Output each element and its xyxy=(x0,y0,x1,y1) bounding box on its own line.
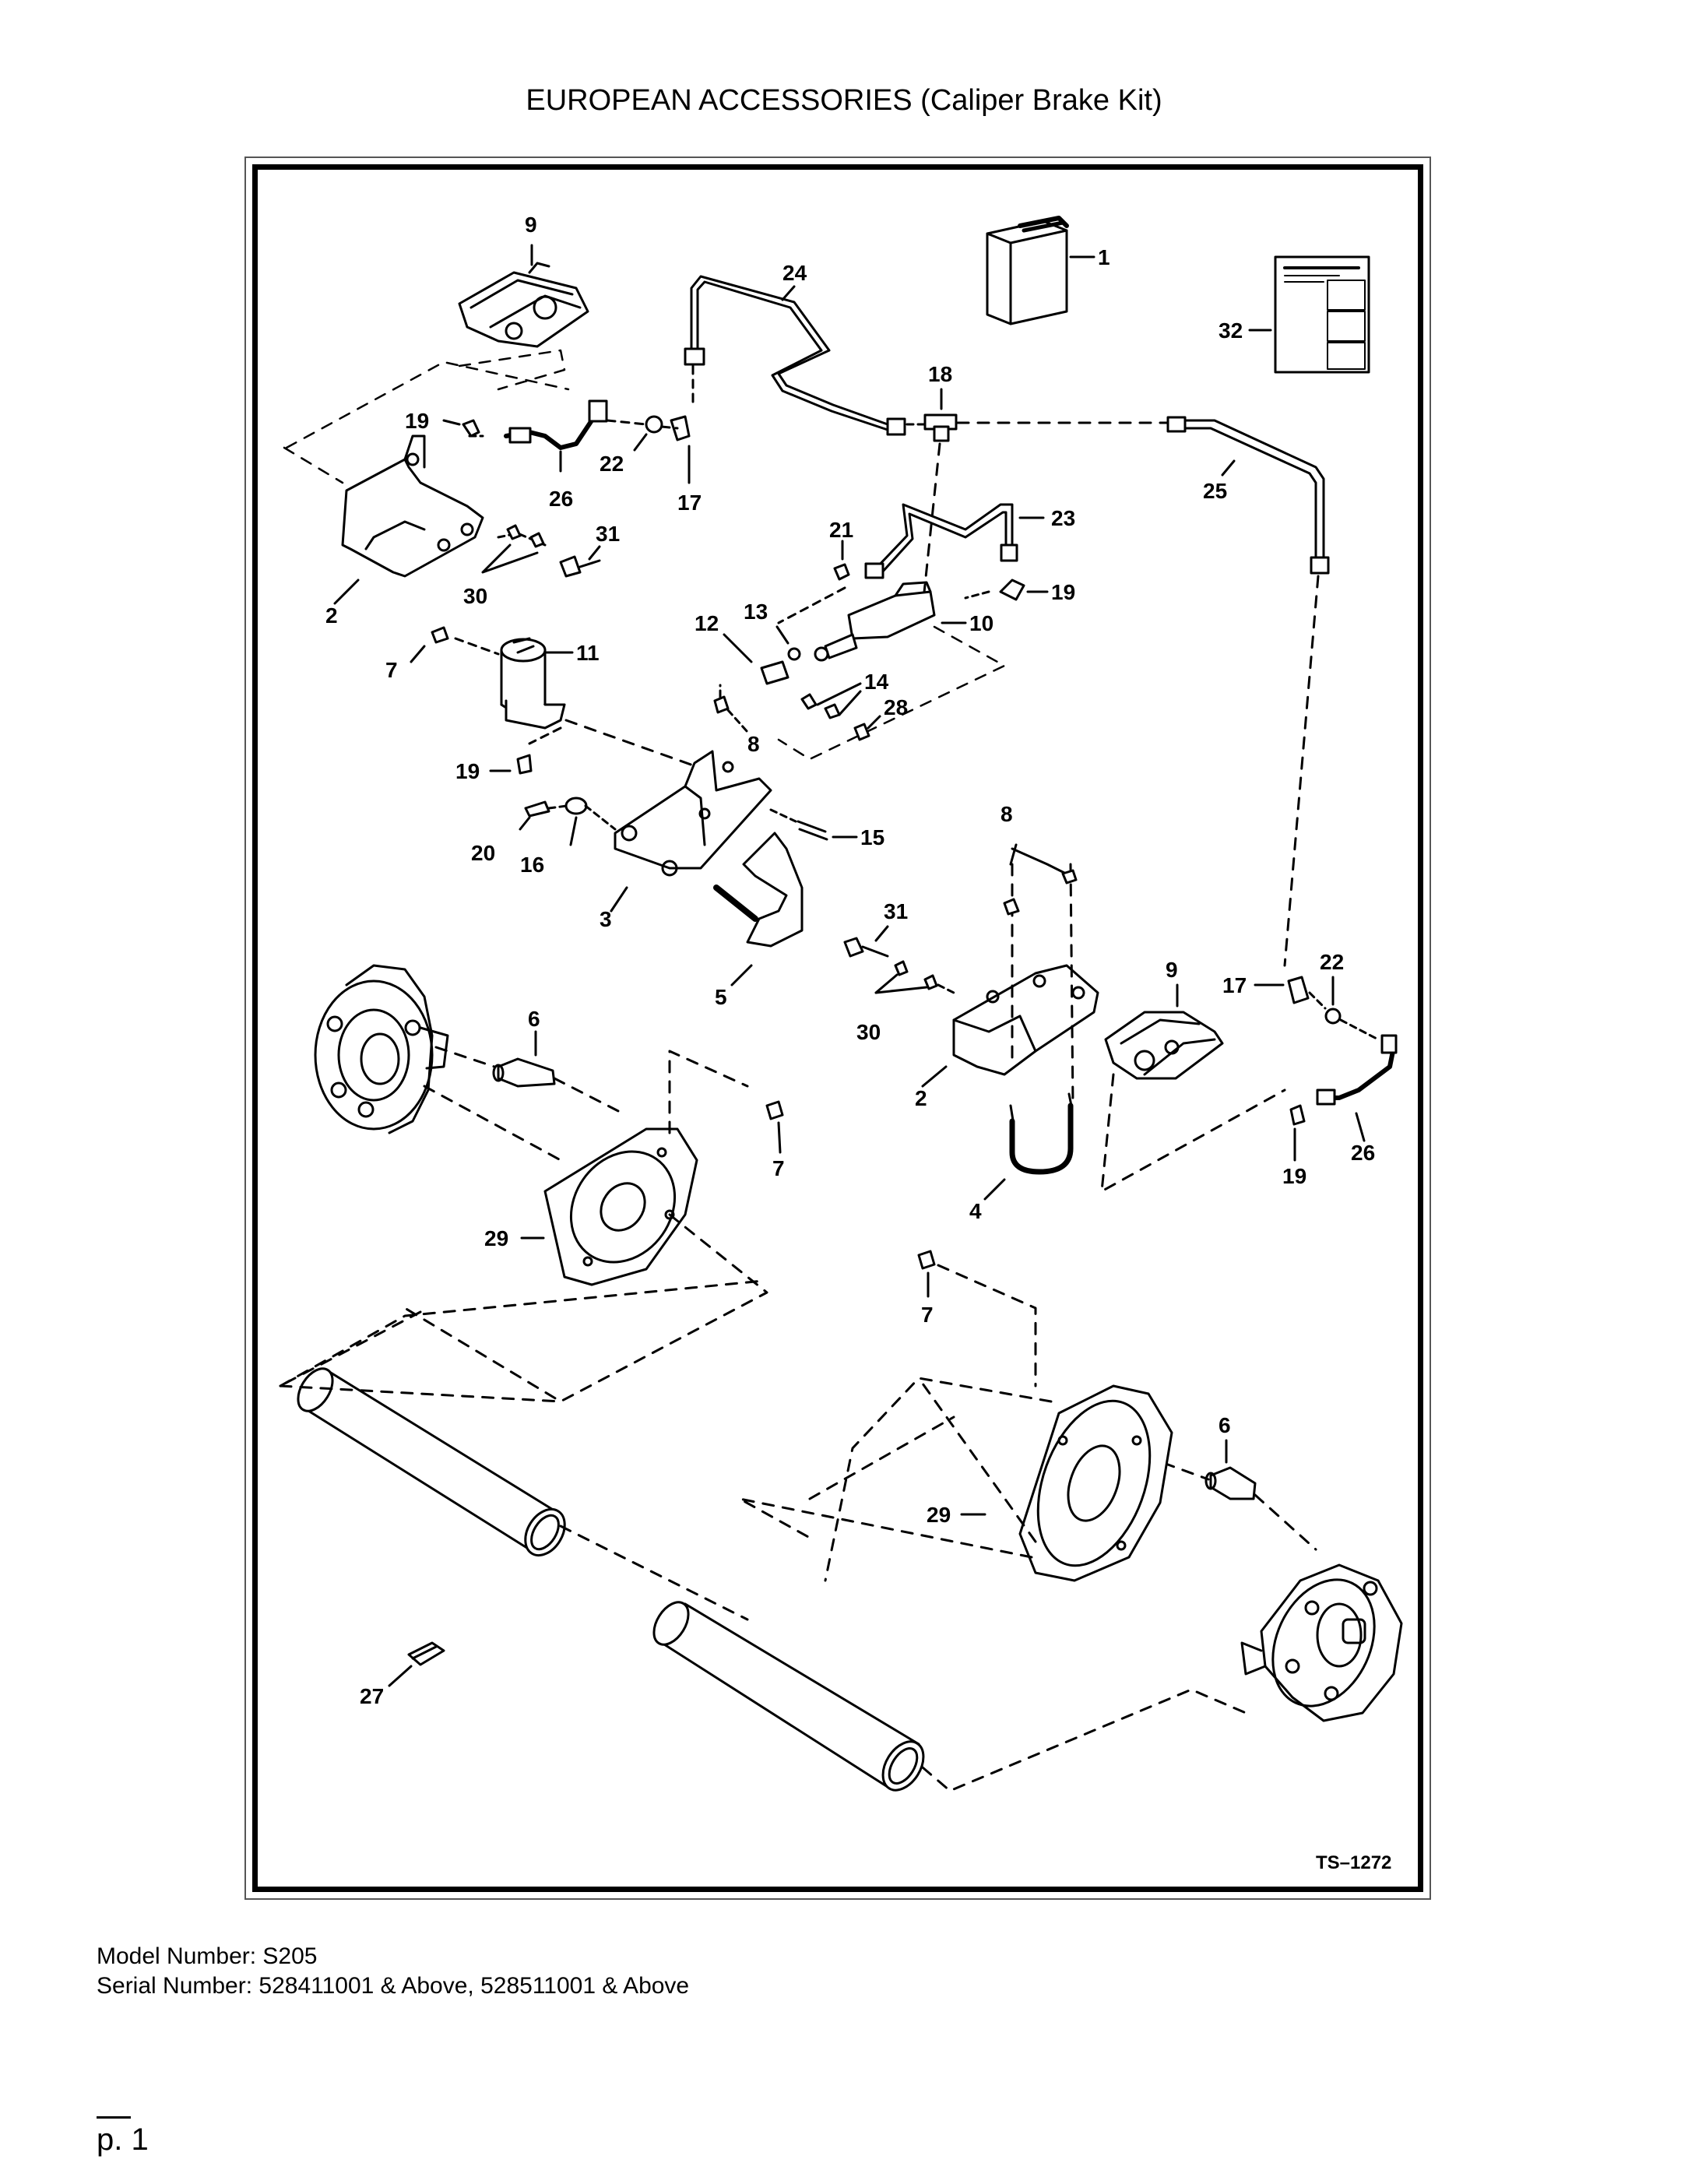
callout-18: 18 xyxy=(928,362,952,386)
callout-labels: 1 32 9 24 18 19 22 26 17 25 31 21 23 30 … xyxy=(325,213,1391,1873)
brake-pedal xyxy=(713,832,804,948)
callout-24: 24 xyxy=(782,261,807,285)
callout-23: 23 xyxy=(1051,506,1075,530)
callout-30-right: 30 xyxy=(856,1020,881,1044)
tee-fitting xyxy=(923,413,958,442)
callout-31-right: 31 xyxy=(884,899,908,923)
page-title: EUROPEAN ACCESSORIES (Caliper Brake Kit) xyxy=(526,84,1162,117)
model-number: Model Number: S205 xyxy=(97,1943,318,1969)
pedal-bracket xyxy=(614,750,772,877)
callout-14: 14 xyxy=(864,670,889,694)
tube-lower xyxy=(652,1601,925,1792)
callout-8-mid: 8 xyxy=(747,732,760,756)
callout-10: 10 xyxy=(969,611,993,635)
page-number: p. 1 xyxy=(97,2122,149,2157)
callout-12: 12 xyxy=(695,611,719,635)
kit-box-part xyxy=(986,216,1069,325)
callout-7-mid: 7 xyxy=(772,1156,785,1180)
callout-25: 25 xyxy=(1203,479,1227,503)
callout-29-left: 29 xyxy=(484,1226,508,1250)
callout-9-top: 9 xyxy=(525,213,537,237)
callout-9-right: 9 xyxy=(1166,958,1178,982)
callout-27: 27 xyxy=(360,1684,384,1708)
callout-20: 20 xyxy=(471,841,495,865)
brake-hose-right xyxy=(1316,1034,1398,1106)
brake-disc-left xyxy=(543,1127,698,1286)
callout-11: 11 xyxy=(576,641,600,665)
figure-id: TS–1272 xyxy=(1316,1852,1391,1873)
brake-hose-top xyxy=(504,399,608,450)
callout-30-top: 30 xyxy=(463,584,487,608)
callout-26-top: 26 xyxy=(549,487,573,511)
hub-right xyxy=(1240,1563,1403,1722)
callout-29-right: 29 xyxy=(927,1503,951,1527)
callout-17-top: 17 xyxy=(677,491,702,515)
figure-frame xyxy=(244,157,1431,1900)
master-cylinder xyxy=(814,581,936,662)
callout-19-mid-right: 19 xyxy=(1051,580,1075,604)
figure-inner-border xyxy=(252,164,1423,1892)
stud-right xyxy=(1204,1466,1257,1500)
bracket-top xyxy=(341,434,484,578)
tube-upper xyxy=(297,1366,566,1557)
callout-31-top: 31 xyxy=(596,522,620,546)
decal-sheet-part xyxy=(1274,255,1370,374)
brake-line-24 xyxy=(684,275,906,436)
callout-15: 15 xyxy=(860,825,884,849)
callout-13: 13 xyxy=(744,600,768,624)
brake-line-25 xyxy=(1166,416,1330,575)
callout-32: 32 xyxy=(1219,318,1243,343)
callout-8-right: 8 xyxy=(1000,802,1013,826)
callout-6-left: 6 xyxy=(528,1007,540,1031)
hub-left xyxy=(314,964,449,1134)
stud-left xyxy=(492,1057,556,1088)
serial-number: Serial Number: 528411001 & Above, 528511… xyxy=(97,1973,690,1999)
callout-2-right: 2 xyxy=(915,1086,927,1110)
callout-7-lower: 7 xyxy=(921,1303,934,1327)
caliper-right xyxy=(1104,1011,1224,1080)
u-bolt xyxy=(1009,1092,1074,1175)
callout-28: 28 xyxy=(884,695,908,719)
caliper-top xyxy=(458,262,589,348)
callout-26-right: 26 xyxy=(1351,1141,1375,1165)
brake-switch xyxy=(500,637,566,730)
bracket-right xyxy=(952,964,1099,1076)
callout-5: 5 xyxy=(715,985,727,1009)
callout-3: 3 xyxy=(600,907,612,931)
callout-22-top: 22 xyxy=(600,452,624,476)
callout-2-top: 2 xyxy=(325,603,338,628)
callout-4: 4 xyxy=(969,1199,982,1223)
callout-7-top: 7 xyxy=(385,658,398,682)
callout-1: 1 xyxy=(1098,245,1110,269)
callout-6-right: 6 xyxy=(1219,1413,1231,1437)
callout-22-right: 22 xyxy=(1320,950,1344,974)
callout-21: 21 xyxy=(829,518,853,542)
callout-19-left: 19 xyxy=(455,759,480,783)
brake-disc-right xyxy=(1018,1384,1173,1582)
clip-part xyxy=(407,1641,445,1666)
callout-19-right: 19 xyxy=(1282,1164,1306,1188)
page-separator xyxy=(97,2116,131,2119)
callout-19-top-left: 19 xyxy=(405,409,429,433)
callout-17-right: 17 xyxy=(1222,973,1247,997)
brake-line-23 xyxy=(864,503,1018,579)
callout-16: 16 xyxy=(520,853,544,877)
